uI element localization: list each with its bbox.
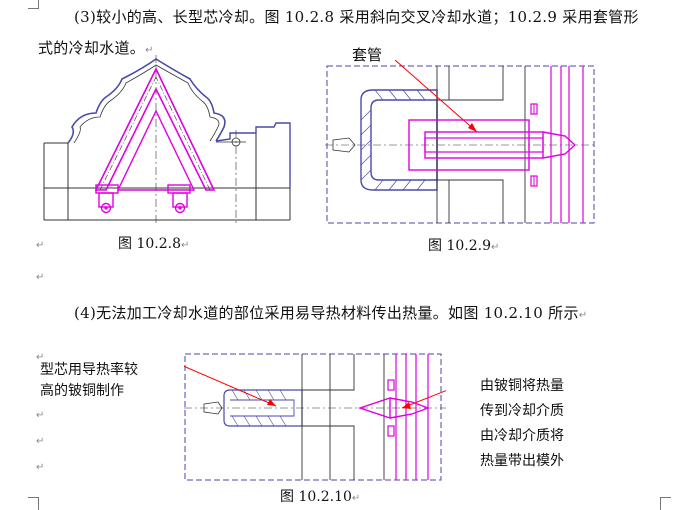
crop-mark-bottom-right [660,497,671,510]
crop-mark-bottom-left [28,497,39,510]
annotation-heat-transfer: 由铍铜将热量 传到冷却介质 由冷却介质将 热量带出模外 [480,378,564,469]
crop-mark-top-left [28,0,39,9]
figure-10-2-10 [184,353,446,481]
paragraph-2: (4)无法加工冷却水道的部位采用易导热材料传出热量。如图 10.2.10 所示↵ [74,304,588,322]
label-sleeve: 套管 [352,46,383,64]
figure-10-2-9 [325,60,597,224]
paragraph-mark: ↵ [36,240,45,251]
annotation-core-material: 型芯用导热率较 高的铍铜制作 [40,362,138,399]
caption-fig-10-2-9: 图 10.2.9↵ [428,238,500,254]
caption-fig-10-2-10: 图 10.2.10↵ [280,489,361,505]
paragraph-mark: ↵ [36,410,45,421]
figure-10-2-8 [43,55,291,223]
paragraph-mark: ↵ [36,436,45,447]
paragraph-mark: ↵ [36,462,45,473]
paragraph-1-line-1: (3)较小的高、长型芯冷却。图 10.2.8 采用斜向交叉冷却水道；10.2.9… [74,8,639,26]
paragraph-mark: ↵ [36,352,45,363]
paragraph-1-line-2: 式的冷却水道。↵ [38,39,154,57]
paragraph-mark: ↵ [36,272,45,283]
caption-fig-10-2-8: 图 10.2.8↵ [118,236,190,252]
